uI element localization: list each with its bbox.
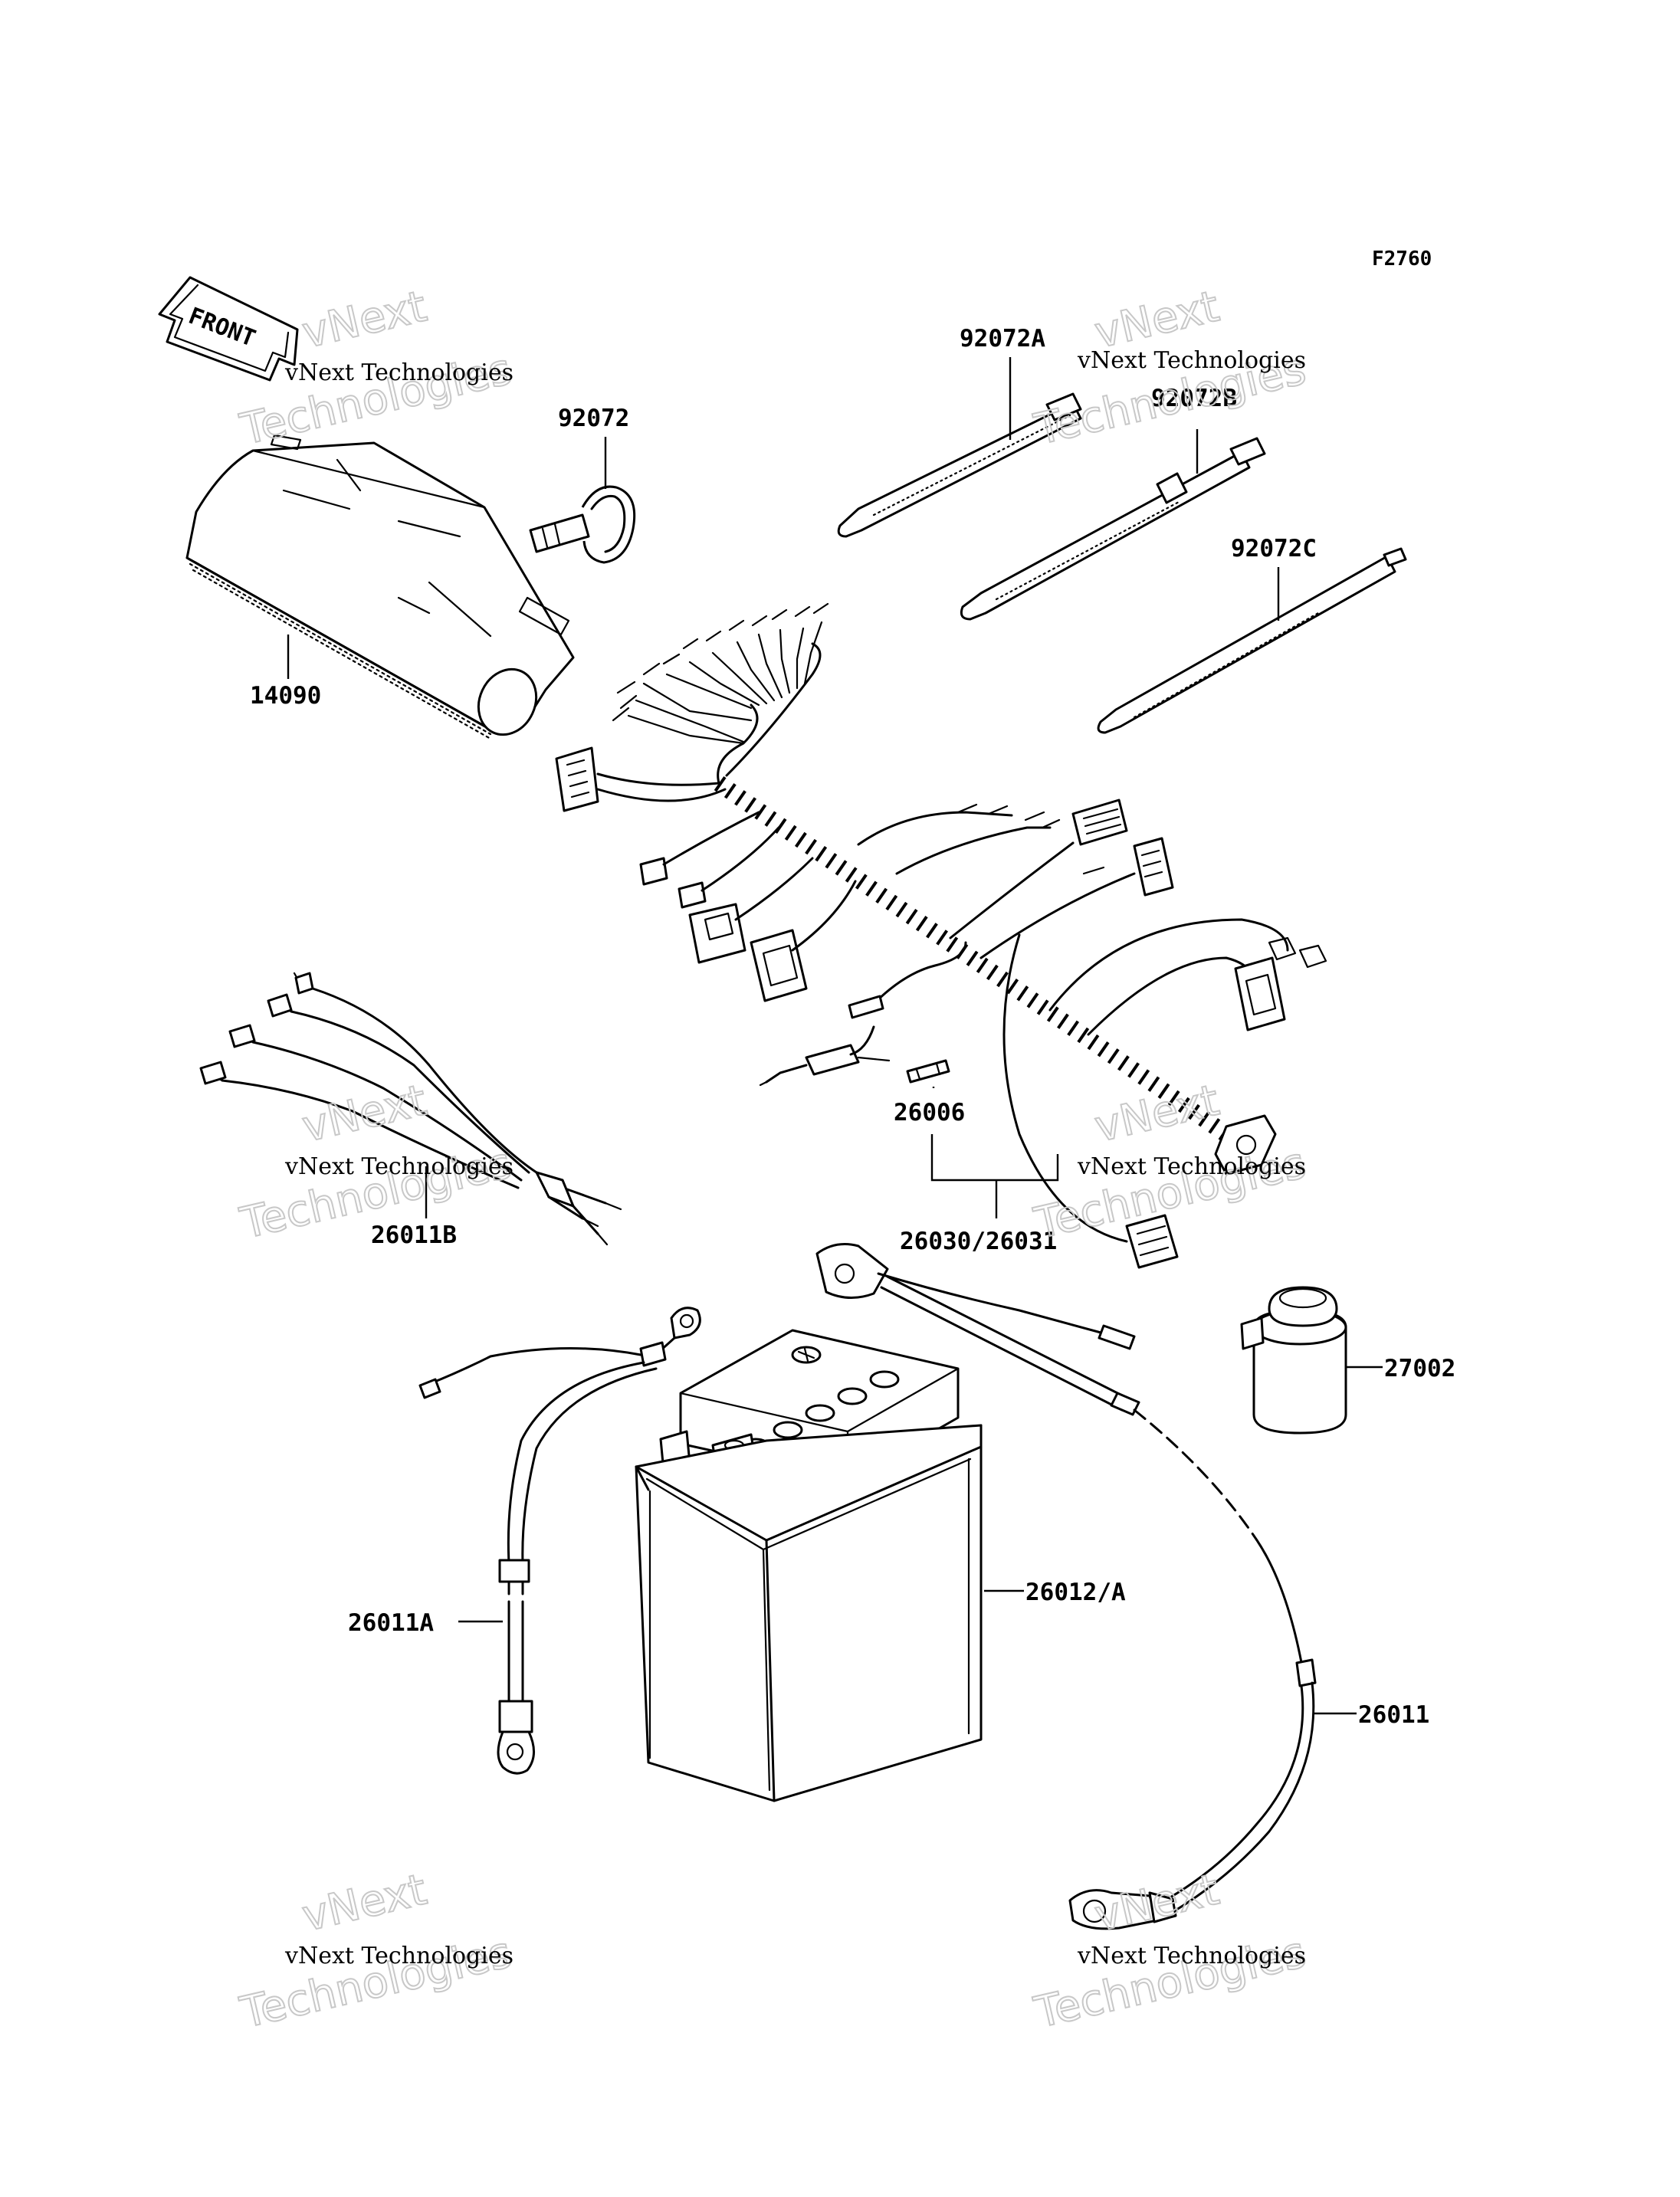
leader-26030 xyxy=(930,1134,1059,1218)
part-label-26030: 26030/26031 xyxy=(900,1228,1057,1255)
clamp-part xyxy=(529,485,636,564)
positive-cable-part xyxy=(815,1243,1317,1930)
figure-code: F2760 xyxy=(1372,248,1432,271)
cable-tie-a-part xyxy=(837,392,1082,538)
wiring-cover-part xyxy=(185,434,575,740)
relay-part xyxy=(1240,1286,1347,1435)
watermark-small-3: vNext Technologies xyxy=(284,1153,514,1180)
watermark-small-1: vNext Technologies xyxy=(284,359,514,386)
watermark-5: vNext Technologies vNext Technologies xyxy=(235,1864,517,2039)
front-arrow-icon: FRONT xyxy=(158,276,299,382)
watermark-2: vNext Technologies vNext Technologies xyxy=(1029,281,1311,456)
part-label-26011: 26011 xyxy=(1358,1701,1429,1729)
part-label-27002: 27002 xyxy=(1384,1355,1455,1382)
watermark-big-1a: vNext xyxy=(298,282,431,359)
watermark-big-6a: vNext xyxy=(1091,1865,1224,1942)
battery-part xyxy=(635,1329,983,1802)
watermark-1: vNext Technologies vNext Technologies xyxy=(235,281,517,456)
part-label-92072C: 92072C xyxy=(1231,535,1317,562)
watermark-small-4: vNext Technologies xyxy=(1077,1153,1306,1180)
watermark-6: vNext Technologies vNext Technologies xyxy=(1029,1864,1311,2039)
cable-tie-b-part xyxy=(960,437,1266,621)
part-label-92072: 92072 xyxy=(558,405,629,432)
part-label-26011A: 26011A xyxy=(348,1609,434,1637)
main-harness-part xyxy=(555,602,1327,1269)
sub-harness-part xyxy=(199,972,622,1246)
watermark-small-5: vNext Technologies xyxy=(284,1943,514,1969)
ground-cable-part xyxy=(418,1307,701,1775)
part-label-26011B: 26011B xyxy=(371,1221,457,1249)
cable-tie-c-part xyxy=(1097,547,1407,734)
watermark-4: vNext Technologies vNext Technologies xyxy=(1029,1075,1311,1250)
fuse-part xyxy=(906,1059,950,1084)
part-label-26012: 26012/A xyxy=(1025,1579,1126,1606)
part-label-14090: 14090 xyxy=(250,682,321,710)
part-label-92072B: 92072B xyxy=(1151,385,1237,412)
watermark-small-6: vNext Technologies xyxy=(1077,1943,1306,1969)
part-label-92072A: 92072A xyxy=(960,325,1045,353)
watermark-big-5a: vNext xyxy=(298,1865,431,1942)
part-label-26006: 26006 xyxy=(894,1099,965,1126)
watermark-small-2: vNext Technologies xyxy=(1077,347,1306,374)
